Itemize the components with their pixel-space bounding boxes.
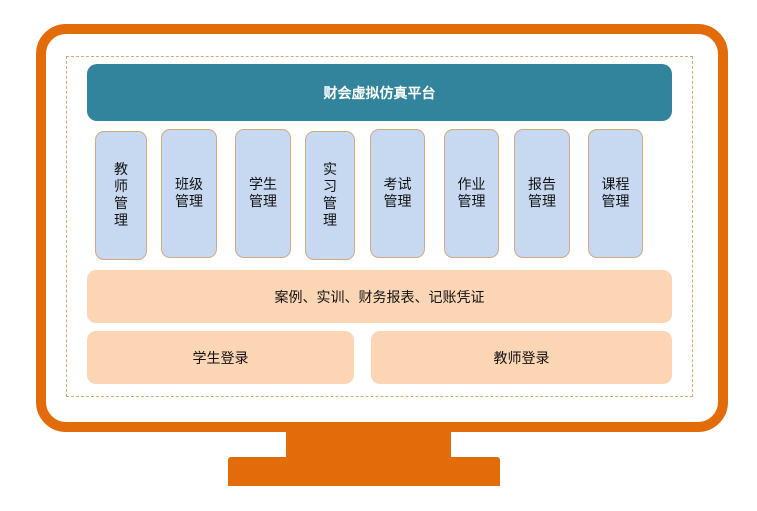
- module-label: 课程管理: [601, 176, 630, 210]
- module-class-management[interactable]: 班级管理: [161, 129, 217, 258]
- module-label: 班级管理: [175, 176, 203, 210]
- module-label: 实习管理: [323, 161, 337, 229]
- module-internship-management[interactable]: 实习管理: [305, 131, 355, 260]
- monitor-stand-base: [228, 457, 500, 486]
- student-login-button[interactable]: 学生登录: [87, 331, 354, 384]
- module-course-management[interactable]: 课程管理: [588, 129, 643, 258]
- module-label: 考试管理: [383, 176, 412, 210]
- module-label: 作业管理: [457, 176, 486, 210]
- module-label: 学生管理: [249, 176, 277, 210]
- module-label: 报告管理: [528, 176, 556, 210]
- module-label: 教师管理: [114, 161, 128, 229]
- platform-title: 财会虚拟仿真平台: [87, 64, 672, 121]
- module-exam-management[interactable]: 考试管理: [370, 129, 425, 258]
- resources-bar: 案例、实训、财务报表、记账凭证: [87, 270, 672, 323]
- module-homework-management[interactable]: 作业管理: [444, 129, 499, 258]
- teacher-login-button[interactable]: 教师登录: [371, 331, 672, 384]
- module-teacher-management[interactable]: 教师管理: [95, 131, 147, 260]
- platform-boundary: [66, 56, 693, 397]
- module-report-management[interactable]: 报告管理: [514, 129, 570, 258]
- module-student-management[interactable]: 学生管理: [235, 129, 291, 258]
- monitor-stand-neck: [286, 431, 451, 459]
